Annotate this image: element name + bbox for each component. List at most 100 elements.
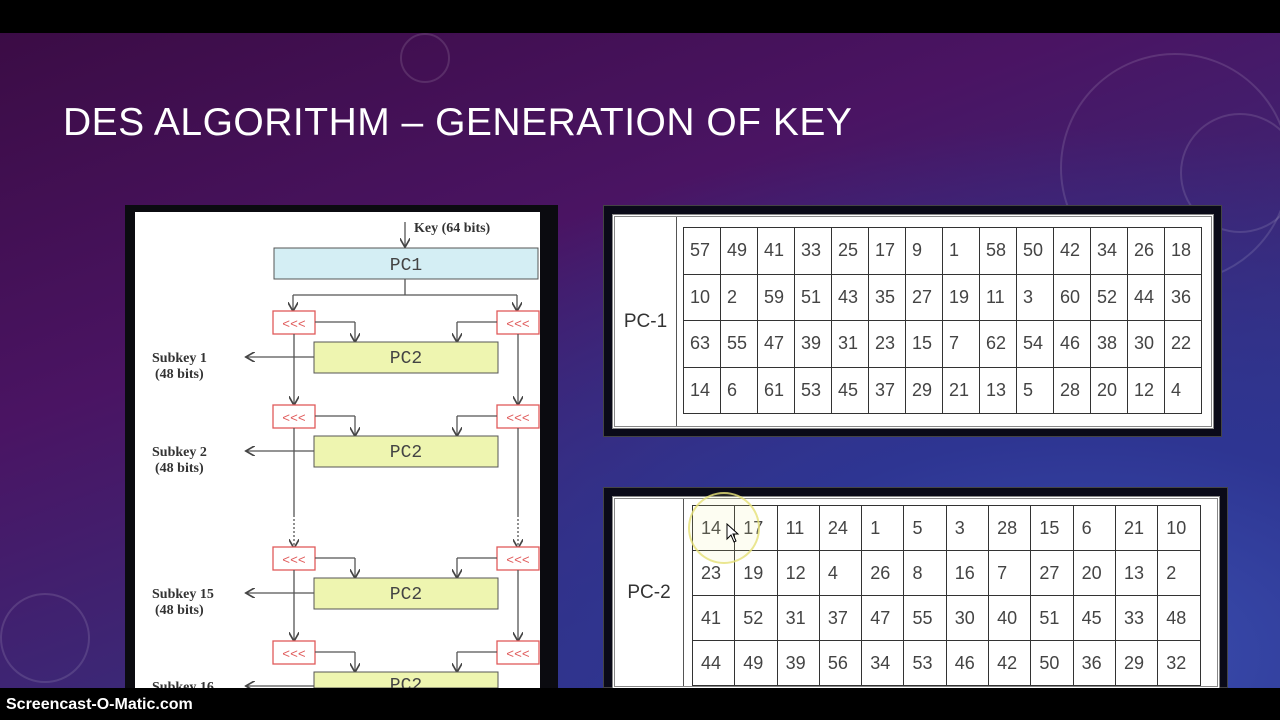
pc2-box: [313, 435, 499, 468]
rotate-left-label: <<<: [282, 647, 306, 662]
table-cell: 10: [683, 273, 721, 321]
table-cell: 29: [905, 366, 943, 414]
subkey-bits-label: (48 bits): [155, 461, 204, 476]
table-cell: 49: [734, 640, 778, 686]
table-cell: 29: [1114, 640, 1159, 686]
table-cell: 58: [979, 227, 1017, 275]
table-cell: 4: [818, 550, 863, 596]
table-cell: 20: [1072, 550, 1116, 596]
table-cell: 31: [831, 320, 869, 368]
slide-title: DES ALGORITHM – GENERATION OF KEY: [63, 101, 853, 144]
rotate-left-label: <<<: [282, 553, 306, 568]
table-cell: 28: [1053, 366, 1091, 414]
key-label: Key (64 bits): [414, 221, 491, 236]
table-cell: 6: [720, 366, 758, 414]
table-cell: 46: [1053, 320, 1091, 368]
table-cell: 63: [683, 320, 721, 368]
table-cell: 40: [988, 595, 1032, 641]
rotate-left-label: <<<: [506, 411, 530, 426]
pc1-box: [273, 247, 539, 280]
slide: DES ALGORITHM – GENERATION OF KEY Key (6…: [0, 33, 1280, 688]
table-cell: 12: [1127, 366, 1165, 414]
rotate-left-label: <<<: [282, 317, 306, 332]
table-cell: 56: [818, 640, 863, 686]
table-cell: 50: [1030, 640, 1074, 686]
table-cell: 57: [683, 227, 721, 275]
table-cell: 44: [691, 640, 736, 686]
table-cell: 11: [979, 273, 1017, 321]
table-cell: 41: [691, 595, 736, 641]
table-cell: 4: [1164, 366, 1202, 414]
table-cell: 20: [1090, 366, 1128, 414]
subkey-label: Subkey 2: [152, 445, 207, 460]
table-cell: 32: [1157, 640, 1201, 686]
subkey-bits-label: (48 bits): [155, 367, 204, 382]
table-cell: 37: [868, 366, 906, 414]
table-cell: 52: [1090, 273, 1128, 321]
table-cell: 62: [979, 320, 1017, 368]
table-cell: 17: [868, 227, 906, 275]
table-cell: 5: [1016, 366, 1054, 414]
table-cell: 54: [1016, 320, 1054, 368]
table-cell: 34: [1090, 227, 1128, 275]
pc1-box-label: PC1: [390, 256, 422, 276]
table-cell: 35: [868, 273, 906, 321]
rotate-left-label: <<<: [506, 553, 530, 568]
rotate-left-label: <<<: [282, 411, 306, 426]
table-cell: 42: [988, 640, 1032, 686]
table-cell: 51: [794, 273, 832, 321]
table-cell: 59: [757, 273, 795, 321]
table-cell: 36: [1164, 273, 1202, 321]
table-cell: 49: [720, 227, 758, 275]
table-cell: 12: [776, 550, 820, 596]
table-cell: 15: [1030, 505, 1074, 551]
table-cell: 55: [903, 595, 947, 641]
table-cell: 53: [903, 640, 947, 686]
table-cell: 9: [905, 227, 943, 275]
table-cell: 5: [903, 505, 947, 551]
table-cell: 1: [861, 505, 905, 551]
table-cell: 1: [942, 227, 980, 275]
table-cell: 27: [1030, 550, 1074, 596]
watermark: Screencast-O-Matic.com: [6, 696, 193, 713]
table-cell: 26: [1127, 227, 1165, 275]
table-cell: 43: [831, 273, 869, 321]
table-cell: 46: [945, 640, 990, 686]
table-cell: 44: [1127, 273, 1165, 321]
table-cell: 47: [861, 595, 905, 641]
pc2-box-label: PC2: [390, 443, 422, 463]
table-cell: 8: [903, 550, 947, 596]
table-cell: 2: [720, 273, 758, 321]
decorative-circle: [1180, 113, 1280, 233]
table-cell: 30: [945, 595, 990, 641]
table-cell: 13: [1114, 550, 1159, 596]
table-cell: 30: [1127, 320, 1165, 368]
subkey-bits-label: (48 bits): [155, 603, 204, 618]
table-cell: 48: [1157, 595, 1201, 641]
table-cell: 16: [945, 550, 990, 596]
table-cell: 39: [794, 320, 832, 368]
table-cell: 61: [757, 366, 795, 414]
table-cell: 47: [757, 320, 795, 368]
table-cell: 31: [776, 595, 820, 641]
subkey-label: Subkey 16: [152, 680, 214, 688]
table-cell: 10: [1157, 505, 1201, 551]
rotate-left-label: <<<: [506, 647, 530, 662]
rotate-left-label: <<<: [506, 317, 530, 332]
pc2-box: [313, 577, 499, 610]
table-cell: 28: [988, 505, 1032, 551]
table-cell: 19: [942, 273, 980, 321]
table-cell: 6: [1072, 505, 1116, 551]
table-cell: 3: [1016, 273, 1054, 321]
table-cell: 24: [818, 505, 863, 551]
table-cell: 42: [1053, 227, 1091, 275]
